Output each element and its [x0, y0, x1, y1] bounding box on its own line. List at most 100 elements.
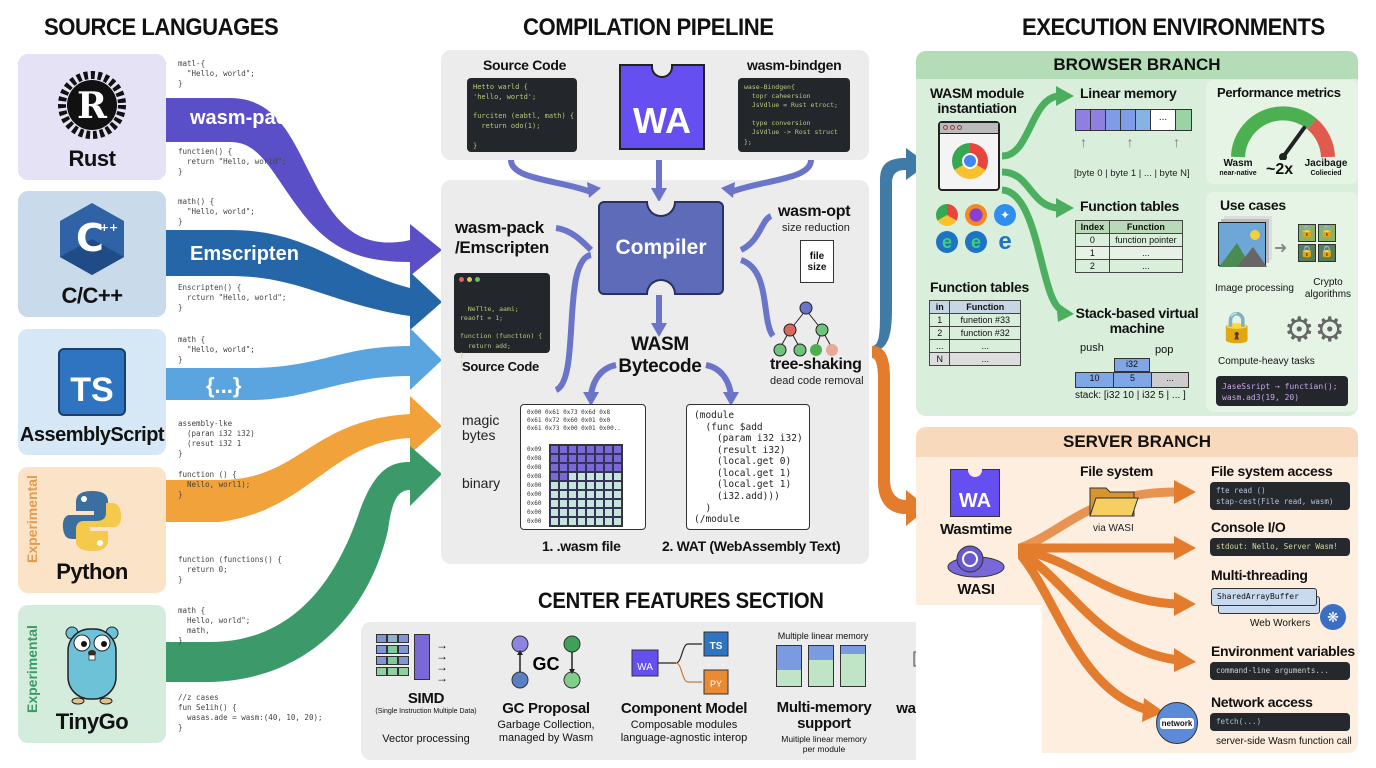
binary-cell	[550, 463, 559, 472]
cpp-logo-icon: C ++	[60, 203, 124, 275]
folder-icon	[1089, 487, 1139, 517]
pop-label: pop	[1155, 344, 1174, 356]
gc-desc: Garbage Collection, managed by Wasm	[497, 719, 595, 744]
binary-cell	[586, 472, 595, 481]
compiler-label: Compiler	[615, 236, 707, 259]
binary-cell	[550, 490, 559, 499]
binary-cell	[577, 517, 586, 526]
stack-cell: ...	[1152, 373, 1188, 387]
language-card-tinygo[interactable]: Experimental TinyGo	[18, 605, 166, 743]
language-name: Rust	[68, 146, 116, 171]
header-execution-environments: EXECUTION ENVIRONMENTS	[1022, 14, 1325, 41]
browser-window-icon	[938, 121, 1000, 191]
server-item-title: Network access	[1211, 694, 1313, 710]
typescript-logo-icon: TS	[58, 348, 126, 416]
source-code-label: Source Code	[483, 57, 567, 73]
hex-row-label: 0x60	[527, 500, 542, 507]
binary-cell	[586, 490, 595, 499]
stack-cells: 10 5 ...	[1075, 372, 1189, 388]
server-item-code: fte read () stap-cest(File read, wasm)	[1210, 482, 1350, 510]
binary-cell	[577, 463, 586, 472]
binary-cell	[559, 481, 568, 490]
binary-cell	[550, 508, 559, 517]
binary-grid	[549, 444, 623, 527]
code-snippet: math { Hello, world"; math, }	[178, 606, 251, 646]
wasm-opt-title: wasm-opt	[778, 203, 851, 220]
binary-cell	[604, 517, 613, 526]
multi-memory-title: Multi-memory support	[776, 699, 872, 732]
binary-cell	[577, 454, 586, 463]
code-snippet: function (functions() { return 0; }	[178, 555, 282, 585]
binary-cell	[613, 454, 622, 463]
language-name: Python	[56, 559, 128, 584]
binary-cell	[577, 490, 586, 499]
compiler-block: Compiler	[598, 201, 724, 295]
binary-cell	[613, 508, 622, 517]
binary-cell	[568, 463, 577, 472]
wa-logo-text: WA	[633, 100, 691, 141]
binary-cell	[550, 481, 559, 490]
gc-text: GC	[533, 654, 560, 674]
image-processing-label: Image processing	[1215, 283, 1294, 294]
svg-text:TS: TS	[710, 641, 723, 652]
table-row: 2...	[1075, 259, 1184, 273]
code-snippet: Enscripten() { rcturn "Hello, world"; }	[178, 283, 287, 313]
language-name: TinyGo	[55, 709, 129, 734]
crypto-icon: 🔒🔒 🔒🔒	[1298, 224, 1336, 262]
web-workers-icon: ❋	[1320, 604, 1346, 630]
experimental-badge: Experimental	[24, 475, 40, 563]
ie-icon: e	[998, 228, 1012, 255]
binary-cell	[595, 490, 604, 499]
arrow-right-icon: ➜	[1274, 240, 1288, 257]
binary-cell	[568, 454, 577, 463]
performance-card	[1206, 80, 1358, 184]
hex-row-label: 0x08	[527, 455, 542, 462]
webassembly-logo-icon: WA	[619, 64, 705, 150]
globe-icon: network	[1156, 702, 1198, 744]
server-orange-arrows	[1018, 480, 1196, 722]
component-model-title: Component Model	[620, 700, 748, 717]
tinygo-flow-arrow	[166, 446, 442, 682]
binary-cell	[550, 454, 559, 463]
language-card-rust[interactable]: R Rust	[18, 54, 166, 180]
binary-cell	[604, 445, 613, 454]
binary-cell	[568, 472, 577, 481]
browser-green-arrows	[1001, 86, 1074, 322]
stack-cell: 10	[1076, 373, 1114, 387]
language-card-python[interactable]: Experimental Python	[18, 467, 166, 593]
svg-text:C: C	[76, 216, 104, 260]
hex-row-label: 0x00	[527, 482, 542, 489]
source-code-text: NeTlte, aami; reaoft = 1; function (func…	[460, 305, 543, 368]
binary-cell	[559, 445, 568, 454]
binary-cell	[559, 508, 568, 517]
function-tables-title-b: Function tables	[930, 279, 1029, 295]
wat-label: 2. WAT (WebAssembly Text)	[662, 538, 841, 554]
wasmtime-label: Wasmtime	[939, 521, 1013, 538]
compute-heavy-label: Compute-heavy tasks	[1218, 356, 1315, 367]
binary-cell	[613, 517, 622, 526]
binary-cell	[550, 517, 559, 526]
binary-cell	[604, 499, 613, 508]
image-processing-icon	[1218, 222, 1267, 267]
server-item-code: command-line arguments...	[1210, 662, 1350, 680]
code-snippet: matl-{ "Hello, world"; }	[178, 59, 255, 89]
binary-cell	[577, 445, 586, 454]
binary-cell	[595, 499, 604, 508]
language-card-cpp[interactable]: C ++ C/C++	[18, 191, 166, 317]
svg-text:R: R	[77, 85, 108, 127]
tree-shaking-title: tree-shaking	[770, 356, 862, 373]
edge-icon: e	[965, 231, 987, 253]
wasi-label: WASI	[957, 581, 995, 598]
language-card-assemblyscript[interactable]: TS AssemblyScript	[18, 329, 166, 455]
multi-memory-desc: Muitiple linear memory per module	[781, 734, 867, 754]
linear-memory-bar: ...	[1075, 109, 1192, 131]
edge-icon: e	[936, 231, 958, 253]
binary-cell	[586, 454, 595, 463]
multi-memory-top: Multiple linear memory	[777, 631, 869, 641]
hex-row-label: 0x08	[527, 464, 542, 471]
svg-text:++: ++	[100, 221, 118, 234]
use-cases-code: JaseSsript → functian(); wasm.ad3(19, 20…	[1216, 376, 1348, 406]
